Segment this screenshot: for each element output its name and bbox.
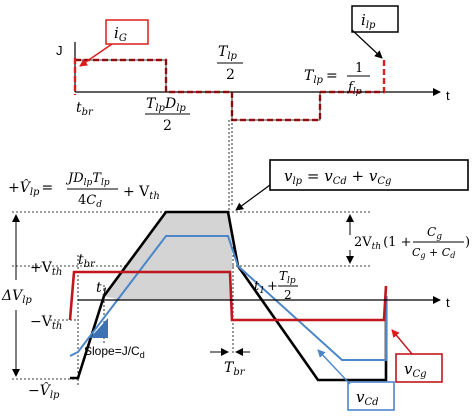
top-panel: J t iG ilp tbr TlpDlp 2	[56, 5, 450, 210]
peak-voltage-numerator: JDlpTlp	[65, 171, 110, 188]
vth-range-den: Cg + Cd	[412, 246, 455, 260]
tlpdlp-denominator: 2	[163, 118, 172, 134]
bottom-tbr-label: tbr	[78, 252, 96, 270]
delta-vlp-label: ΔVlp	[1, 288, 32, 306]
vcg-label: vCg	[404, 360, 427, 380]
peak-voltage-tail: + Vth	[123, 184, 160, 202]
ilp-label: ilp	[361, 11, 376, 31]
ig-pointer	[79, 43, 113, 67]
slope-label: Slope=J/Cd	[84, 344, 145, 360]
top-x-axis-label: t	[446, 88, 450, 103]
tlp-equation-den: flp	[347, 80, 362, 97]
minus-vth-label: −Vth	[30, 314, 62, 332]
vcg-pointer	[391, 329, 413, 355]
vcd-label-box	[347, 381, 395, 411]
t1-plus-num: Tlp	[279, 269, 296, 286]
t1-label: t1	[96, 280, 108, 298]
vlp-equation: vlp = vCd + vCg	[284, 167, 391, 187]
vcd-label: vCd	[356, 388, 379, 408]
vth-range-prefix: 2Vth(1 +	[354, 235, 411, 252]
ilp-label-box	[351, 5, 399, 33]
vth-range-num: Cg	[427, 225, 442, 242]
tlpdlp-numerator: TlpDlp	[146, 96, 186, 114]
tlp-equation-lhs: Tlp=	[304, 68, 338, 86]
vcd-pointer	[317, 349, 351, 385]
vth-range-close: )	[465, 235, 470, 250]
bottom-panel: t Slope=J/Cd Tbr tbr t1 t1+ Tlp 2 +	[1, 159, 470, 411]
bottom-x-axis-label: t	[446, 295, 450, 310]
ig-label-box	[105, 19, 149, 45]
top-tbr-label: tbr	[76, 100, 94, 118]
tbr-label: Tbr	[224, 360, 246, 378]
shaded-region	[104, 212, 232, 300]
peak-voltage-label: +V̂lp=	[8, 178, 53, 198]
vcg-waveform	[68, 270, 388, 322]
ig-label: iG	[114, 24, 127, 44]
tlp-half-numerator: Tlp	[218, 44, 238, 62]
top-y-axis-label: J	[56, 43, 63, 58]
tlp-equation-num: 1	[355, 61, 363, 76]
vcd-waveform	[69, 235, 387, 361]
peak-voltage-denominator: 4Cd	[78, 193, 102, 210]
minus-vlp-label: −V̂lp	[28, 381, 60, 401]
vlp-pointer	[235, 184, 271, 211]
vcg-label-box	[395, 353, 443, 383]
tlp-half-denominator: 2	[226, 67, 235, 83]
t1-plus-label: t1+	[254, 279, 278, 296]
lamp-voltage-waveform	[70, 210, 388, 382]
plus-vth-label: +Vth	[30, 260, 62, 278]
t1-plus-den: 2	[284, 288, 292, 302]
ilp-pointer	[351, 29, 383, 59]
slope-triangle	[90, 318, 108, 338]
vlp-equation-box	[269, 159, 469, 191]
lamp-current-waveform	[75, 59, 384, 121]
